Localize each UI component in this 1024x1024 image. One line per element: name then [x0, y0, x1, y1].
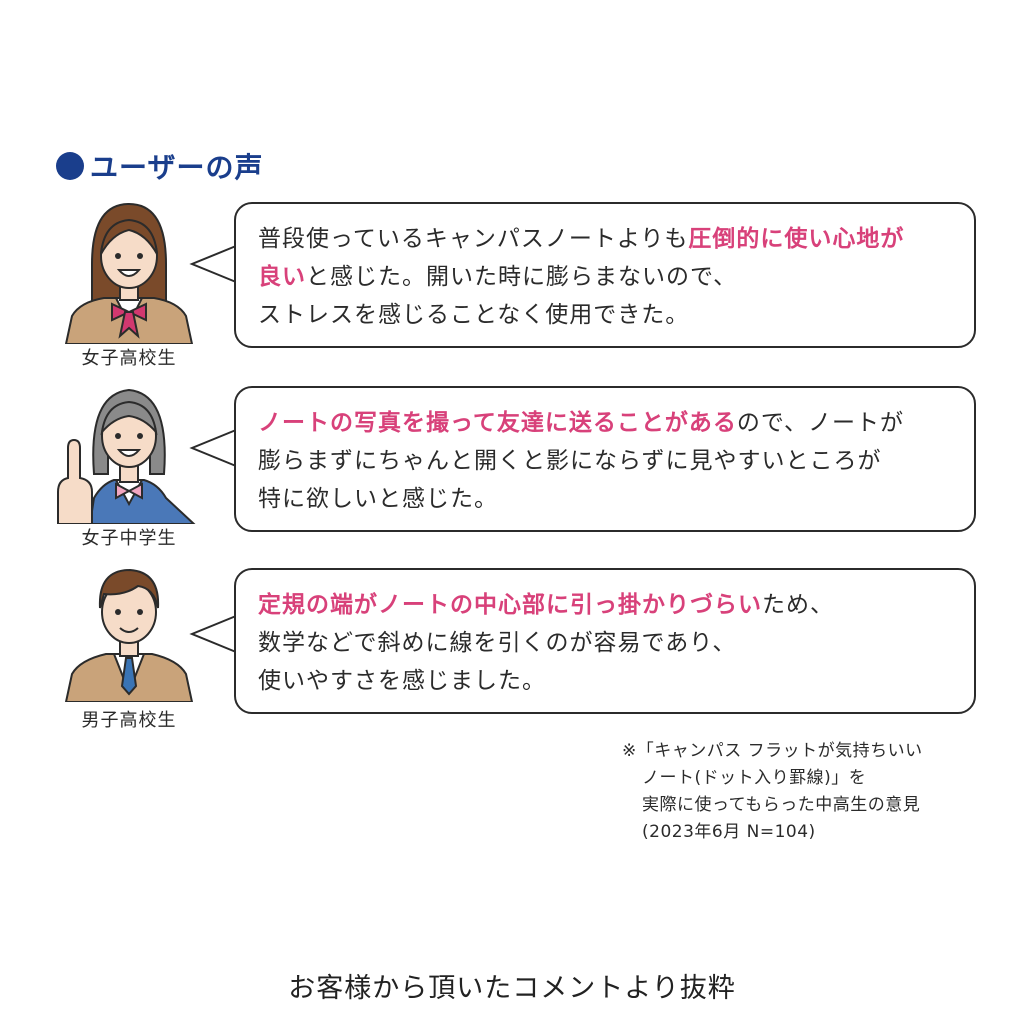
- high-school-boy-avatar-icon: [64, 568, 194, 702]
- body-text: と感じた。開いた時に膨らまないので、: [306, 264, 738, 290]
- speech-bubble: 普段使っているキャンパスノートよりも圧倒的に使い心地が良いと感じた。開いた時に膨…: [234, 202, 976, 348]
- testimonial-text: 定規の端がノートの中心部に引っ掛かりづらいため、数学などで斜めに線を引くのが容易…: [258, 586, 956, 700]
- speech-bubble-tail: [189, 245, 237, 283]
- avatar-label: 女子中学生: [81, 528, 177, 549]
- bullet-dot-icon: [56, 152, 84, 180]
- testimonial-text: 普段使っているキャンパスノートよりも圧倒的に使い心地が良いと感じた。開いた時に膨…: [258, 220, 956, 334]
- footnote-line: (2023年6月 N=104): [642, 822, 816, 842]
- footnote-line: 実際に使ってもらった中高生の意見: [642, 795, 921, 815]
- survey-footnote: ※「キャンパス フラットが気持ちいい ノート(ドット入り罫線)」を 実際に使って…: [622, 738, 923, 846]
- avatar-label: 男子高校生: [81, 710, 177, 731]
- body-text: 普段使っているキャンパスノートよりも: [258, 226, 689, 252]
- body-text: 数学などで斜めに線を引くのが容易であり、: [258, 630, 737, 656]
- footnote-line: ※「キャンパス フラットが気持ちいい: [622, 741, 923, 761]
- speech-bubble-tail: [189, 615, 237, 653]
- body-text: 膨らまずにちゃんと開くと影にならずに見やすいところが: [258, 448, 882, 474]
- speech-bubble: 定規の端がノートの中心部に引っ掛かりづらいため、数学などで斜めに線を引くのが容易…: [234, 568, 976, 714]
- testimonial-text: ノートの写真を撮って友達に送ることがあるので、ノートが膨らまずにちゃんと開くと影…: [258, 404, 956, 518]
- caption: お客様から頂いたコメントより抜粋: [288, 973, 736, 1004]
- section-title: ユーザーの声: [90, 151, 264, 184]
- section-heading: ユーザーの声: [56, 148, 263, 184]
- highlighted-text: 良い: [258, 264, 306, 290]
- body-text: 使いやすさを感じました。: [258, 668, 546, 694]
- body-text: 特に欲しいと感じた。: [258, 486, 498, 512]
- highlighted-text: 定規の端がノートの中心部に引っ掛かりづらい: [258, 592, 762, 618]
- avatar-label: 女子高校生: [81, 348, 177, 369]
- body-text: ので、ノートが: [736, 410, 904, 436]
- speech-bubble-tail: [189, 429, 237, 467]
- footnote-line: ノート(ドット入り罫線)」を: [642, 768, 867, 788]
- high-school-girl-avatar-icon: [64, 202, 194, 344]
- highlighted-text: 圧倒的に使い心地が: [688, 226, 905, 252]
- highlighted-text: ノートの写真を撮って友達に送ることがある: [258, 410, 737, 436]
- body-text: ため、: [762, 592, 834, 618]
- junior-high-girl-avatar-icon: [57, 388, 196, 524]
- speech-bubble: ノートの写真を撮って友達に送ることがあるので、ノートが膨らまずにちゃんと開くと影…: [234, 386, 976, 532]
- body-text: ストレスを感じることなく使用できた。: [258, 302, 690, 328]
